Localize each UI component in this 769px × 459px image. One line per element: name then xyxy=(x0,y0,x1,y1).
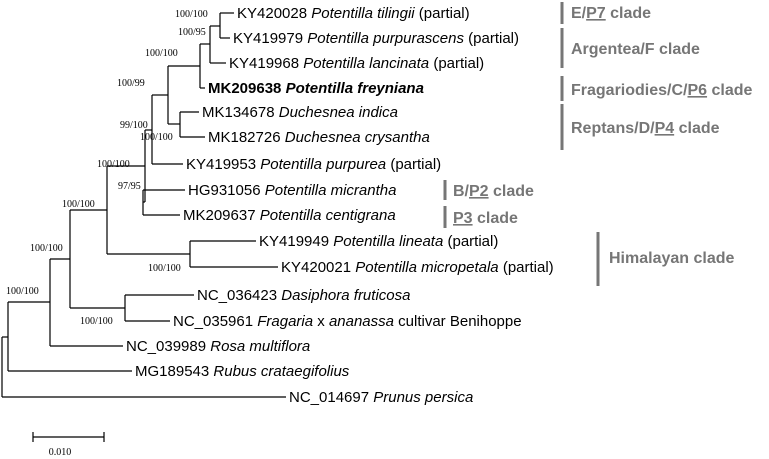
clade-label: Fragariodies/C/P6 clade xyxy=(571,82,753,99)
taxon-label: HG931056 Potentilla micrantha xyxy=(188,182,396,199)
scale-bar: 0.010 xyxy=(32,432,105,458)
taxon-label: MK209638 Potentilla freyniana xyxy=(208,80,424,97)
taxon-labels: KY420028 Potentilla tilingii (partial) KY… xyxy=(126,5,554,406)
support-value: 100/100 xyxy=(145,48,178,59)
taxon-label: KY420028 Potentilla tilingii (partial) xyxy=(237,5,470,22)
taxon-label: KY420021 Potentilla micropetala (partial… xyxy=(281,259,554,276)
taxon-label: NC_035961 Fragaria x ananassa cultivar B… xyxy=(173,313,522,330)
clade-label: Himalayan clade xyxy=(609,250,735,267)
support-value: 100/95 xyxy=(178,27,206,38)
taxon-label: NC_036423 Dasiphora fruticosa xyxy=(197,287,410,304)
taxon-label: NC_014697 Prunus persica xyxy=(289,389,473,406)
support-value: 100/100 xyxy=(80,316,113,327)
support-value: 100/100 xyxy=(62,199,95,210)
taxon-label: NC_039989 Rosa multiflora xyxy=(126,338,310,355)
support-value: 100/100 xyxy=(140,132,173,143)
taxon-label: KY419949 Potentilla lineata (partial) xyxy=(259,233,498,250)
taxon-label: KY419953 Potentilla purpurea (partial) xyxy=(186,156,441,173)
tree-branches xyxy=(1,12,286,398)
clade-label: P3 clade xyxy=(453,210,518,227)
taxon-label: MK182726 Duchesnea crysantha xyxy=(208,129,430,146)
clade-label: E/P7 clade xyxy=(571,5,651,22)
taxon-label: KY419979 Potentilla purpurascens (partia… xyxy=(233,30,519,47)
taxon-label: MG189543 Rubus crataegifolius xyxy=(135,363,350,380)
support-value: 100/100 xyxy=(148,263,181,274)
taxon-label: KY419968 Potentilla lancinata (partial) xyxy=(229,55,484,72)
support-value: 97/95 xyxy=(118,181,141,192)
scale-bar-label: 0.010 xyxy=(49,447,72,458)
clade-label: Argentea/F clade xyxy=(571,41,700,58)
support-value: 100/100 xyxy=(6,286,39,297)
clade-label: B/P2 clade xyxy=(453,183,534,200)
support-value: 99/100 xyxy=(120,120,148,131)
clade-label: Reptans/D/P4 clade xyxy=(571,120,720,137)
support-value: 100/100 xyxy=(175,9,208,20)
taxon-label: MK209637 Potentilla centigrana xyxy=(183,207,396,224)
taxon-label: MK134678 Duchesnea indica xyxy=(202,104,398,121)
support-value: 100/100 xyxy=(30,243,63,254)
support-value: 100/100 xyxy=(97,159,130,170)
support-values: 100/100100/95100/100100/9999/100100/1001… xyxy=(6,9,208,327)
support-value: 100/99 xyxy=(117,78,145,89)
